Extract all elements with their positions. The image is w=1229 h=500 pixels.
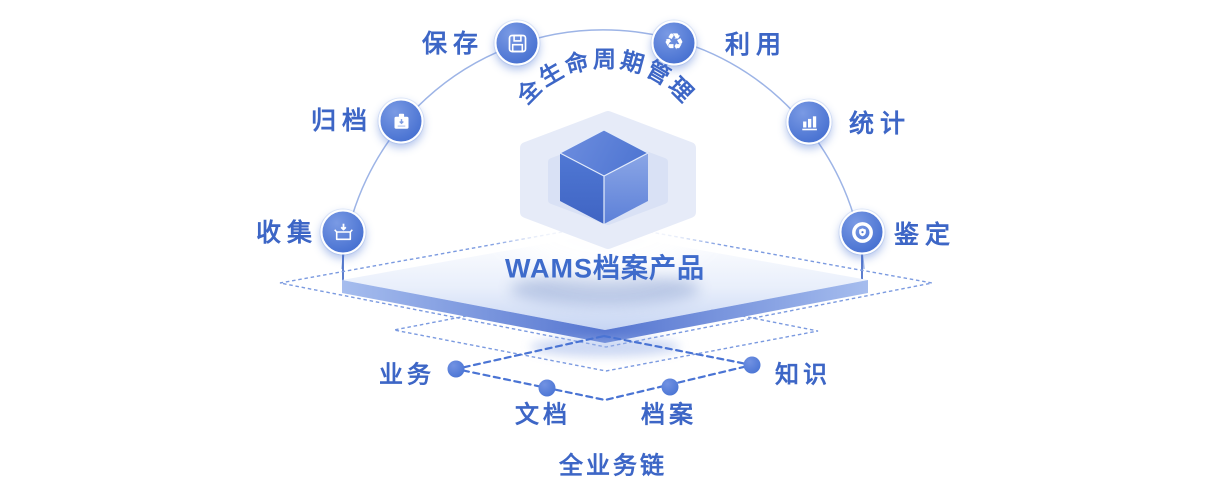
bar-chart-icon bbox=[786, 99, 832, 145]
stage-label-collect: 收集 bbox=[255, 219, 319, 247]
chain-dot-document bbox=[538, 379, 556, 397]
stage-label-appraise: 鉴定 bbox=[893, 221, 957, 249]
chain-title: 全业务链 bbox=[559, 452, 667, 480]
bar-chart-glyph bbox=[801, 115, 817, 130]
platform-edge-right bbox=[605, 280, 868, 343]
shield-badge-glyph bbox=[851, 221, 873, 243]
lifecycle-arc bbox=[341, 29, 865, 270]
collect-box-glyph bbox=[333, 223, 353, 240]
chain-dot-archive bbox=[661, 378, 679, 396]
dashed-diamond-chain bbox=[455, 334, 753, 402]
archive-card-glyph bbox=[394, 113, 408, 129]
chain-label-archive: 档案 bbox=[641, 401, 697, 429]
stage-label-stats: 统计 bbox=[848, 110, 912, 138]
shield-badge-icon bbox=[839, 209, 885, 255]
collect-box-icon bbox=[320, 209, 366, 255]
recycle-glyph: ♻ bbox=[663, 29, 685, 56]
stage-label-use: 利用 bbox=[724, 31, 788, 59]
cube-shadow bbox=[510, 273, 700, 305]
recycle-icon: ♻ bbox=[651, 20, 697, 66]
chain-dot-business bbox=[447, 360, 465, 378]
dashed-diamond-middle bbox=[393, 288, 819, 372]
floppy-save-glyph bbox=[508, 34, 526, 52]
chain-label-document: 文档 bbox=[515, 401, 571, 429]
chain-label-knowledge: 知识 bbox=[775, 361, 831, 389]
archive-card-icon bbox=[378, 98, 424, 144]
chain-label-business: 业务 bbox=[379, 361, 435, 389]
floppy-save-icon bbox=[494, 20, 540, 66]
product-title: WAMS档案产品 bbox=[505, 253, 705, 284]
chain-dot-knowledge bbox=[743, 356, 761, 374]
stage-label-archive: 归档 bbox=[310, 107, 374, 135]
platform-edge-left bbox=[342, 280, 605, 343]
stage-label-save: 保存 bbox=[421, 30, 485, 58]
platform-tip-glow bbox=[530, 337, 680, 357]
